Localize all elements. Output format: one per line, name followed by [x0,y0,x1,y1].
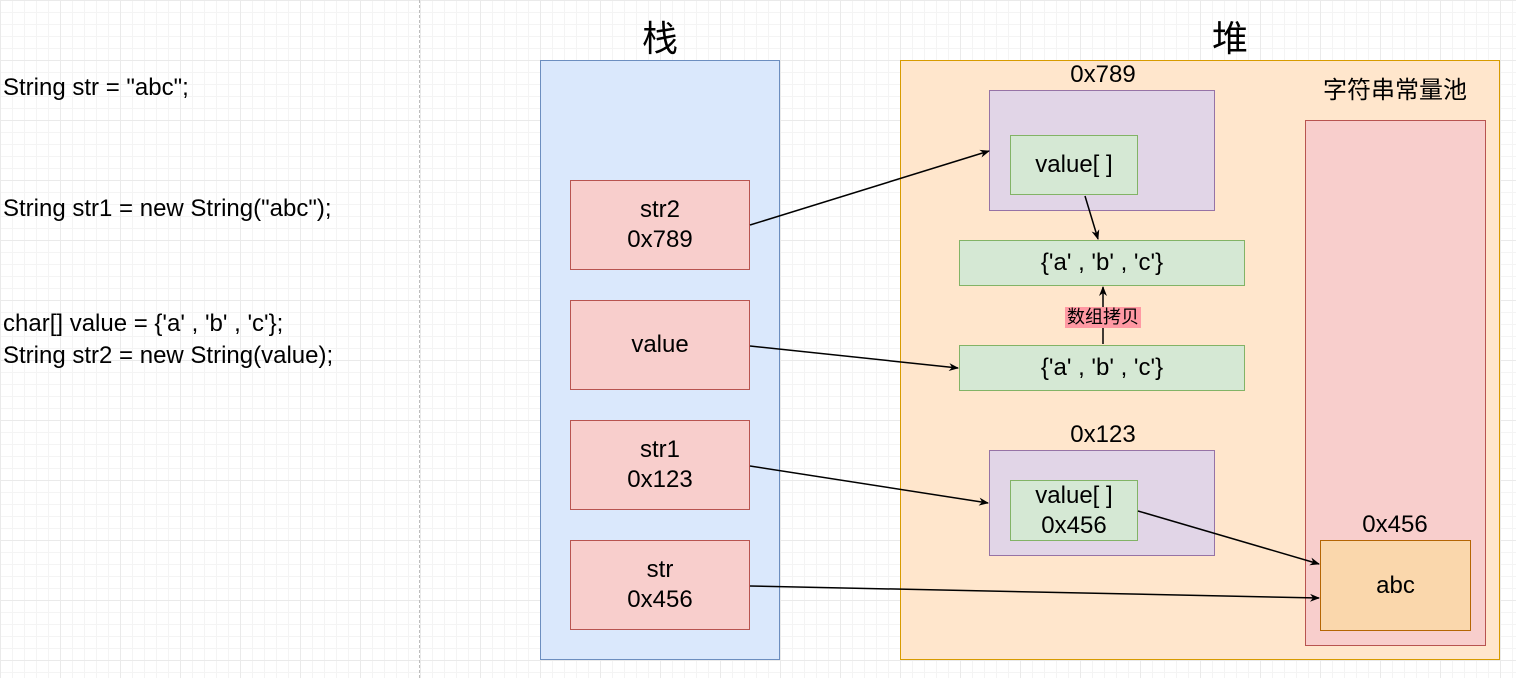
pool-title: 字符串常量池 [1323,76,1467,104]
code-line-4: String str2 = new String(value); [3,342,334,369]
stack-item-str2: str2 0x789 [570,180,750,270]
code-line-1: String str = "abc"; [3,74,189,101]
arrow-field-to-pool [1137,510,1320,566]
code-line-3: char[] value = {'a' , 'b' , 'c'}; [3,310,284,337]
section-divider [419,0,420,678]
stack-item-name: str1 [639,436,680,463]
pool-entry-abc: abc [1320,540,1471,631]
obj-123-value-field: value[ ]0x456 [1010,480,1138,541]
obj-123-addr: 0x123 [1070,421,1136,448]
stack-item-addr: 0x123 [627,466,693,493]
field-label: value[ ] [1035,481,1113,509]
array-original-label: {'a' , 'b' , 'c'} [1040,354,1164,381]
stack-item-str: str 0x456 [570,540,750,630]
stack-item-name: value [631,331,689,358]
obj-789-addr: 0x789 [1070,61,1136,88]
stack-item-addr: 0x456 [627,586,693,613]
arrow-field-to-array-copy [1084,195,1100,240]
arrow-str1-to-123 [749,465,989,506]
stack-item-name: str [646,556,674,583]
array-original: {'a' , 'b' , 'c'} [959,345,1245,391]
pool-entry-value: abc [1376,571,1415,599]
stack-title: 栈 [641,19,678,60]
stack-item-addr: 0x789 [627,226,693,253]
array-copy: {'a' , 'b' , 'c'} [959,240,1245,286]
array-copy-tag-text: 数组拷贝 [1065,307,1141,328]
stack-item-str1: str1 0x123 [570,420,750,510]
field-label: value[ ] [1035,151,1113,178]
heap-title: 堆 [1211,19,1248,60]
code-line-2: String str1 = new String("abc"); [3,195,332,222]
stack-item-value: value [570,300,750,390]
arrow-str2-to-789 [749,149,990,226]
stack-item-name: str2 [639,196,680,223]
arrow-value-to-array [749,345,959,372]
arrow-str-to-pool [749,585,1320,602]
obj-789-value-field: value[ ] [1010,135,1138,195]
field-addr: 0x456 [1041,511,1107,539]
array-copy-label: {'a' , 'b' , 'c'} [1040,249,1164,276]
array-copy-tag: 数组拷贝 [1065,306,1141,330]
pool-entry-addr: 0x456 [1362,511,1428,538]
